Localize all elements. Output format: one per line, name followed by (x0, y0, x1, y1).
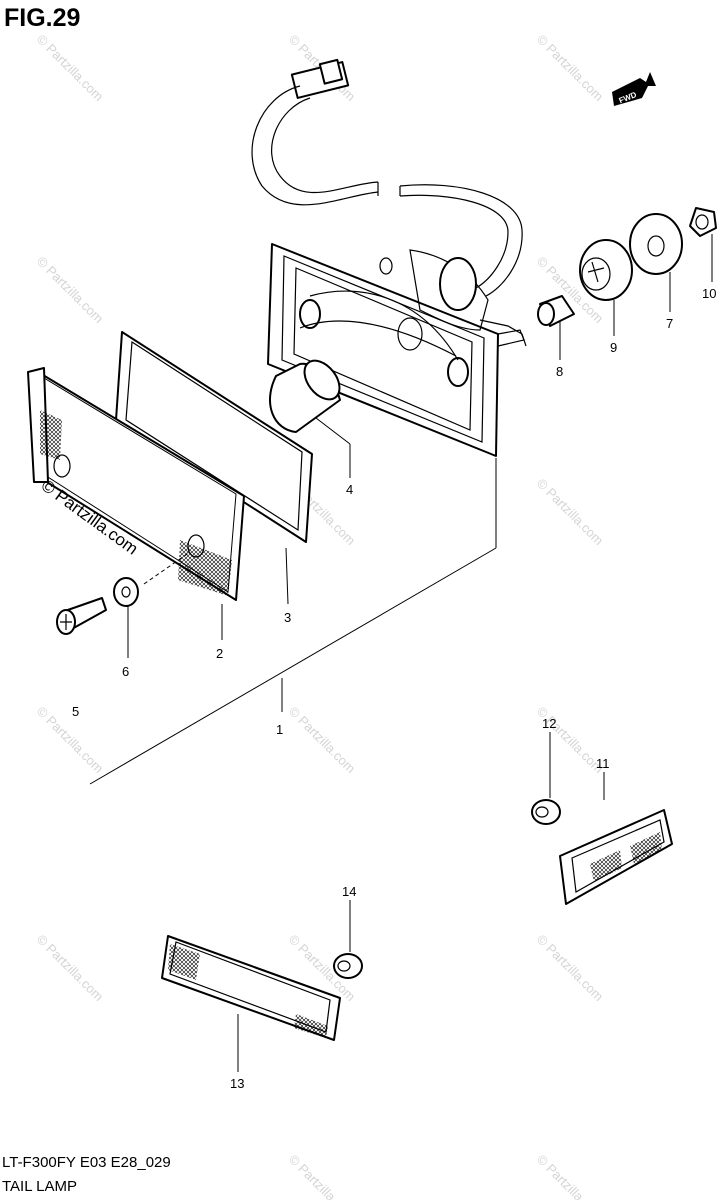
callout-3: 3 (284, 610, 291, 625)
callout-2: 2 (216, 646, 223, 661)
watermark: © Partzilla.com (534, 476, 607, 549)
callout-10: 10 (702, 286, 716, 301)
figure-name: TAIL LAMP (2, 1178, 78, 1195)
collar (537, 295, 575, 327)
callout-7: 7 (666, 316, 673, 331)
watermark: © Partzilla.com (534, 932, 607, 1005)
callout-14: 14 (342, 884, 356, 899)
figure-title: FIG.29 (4, 4, 81, 32)
callout-1: 1 (276, 722, 283, 737)
fwd-arrow-badge: FWD (612, 72, 656, 106)
washer-large (629, 213, 683, 275)
watermark: © Partzilla.com (286, 1152, 359, 1200)
callout-11: 11 (596, 756, 610, 771)
reflector-nut-rear (333, 953, 363, 979)
watermark: © Partzilla.com (534, 1152, 607, 1200)
callout-13: 13 (230, 1076, 244, 1091)
callout-9: 9 (610, 340, 617, 355)
callout-4: 4 (346, 482, 353, 497)
side-reflector (559, 809, 673, 905)
callouts: 1 2 3 4 5 6 7 8 9 10 11 12 13 14 (72, 286, 716, 1091)
watermark: © Partzilla.com (34, 932, 107, 1005)
callout-8: 8 (556, 364, 563, 379)
callout-5: 5 (72, 704, 79, 719)
washer (113, 577, 139, 607)
lamp-housing (267, 243, 527, 457)
wire-harness (251, 58, 523, 297)
rear-reflector (161, 935, 341, 1041)
leader-lines (89, 234, 713, 1072)
watermark: © Partzilla.com (34, 254, 107, 327)
watermark: © Partzilla.com (34, 32, 107, 105)
screw (56, 597, 107, 635)
callout-12: 12 (542, 716, 556, 731)
gasket (115, 331, 313, 543)
nut (689, 207, 717, 237)
callout-6: 6 (122, 664, 129, 679)
model-code: LT-F300FY E03 E28_029 (2, 1154, 171, 1171)
grommet (579, 239, 633, 301)
watermark: © Partzilla.com (286, 704, 359, 777)
watermark: © Partzilla.com (34, 704, 107, 777)
bulb (268, 359, 341, 433)
watermark: © Partzilla.com (534, 32, 607, 105)
reflector-nut (531, 799, 561, 825)
